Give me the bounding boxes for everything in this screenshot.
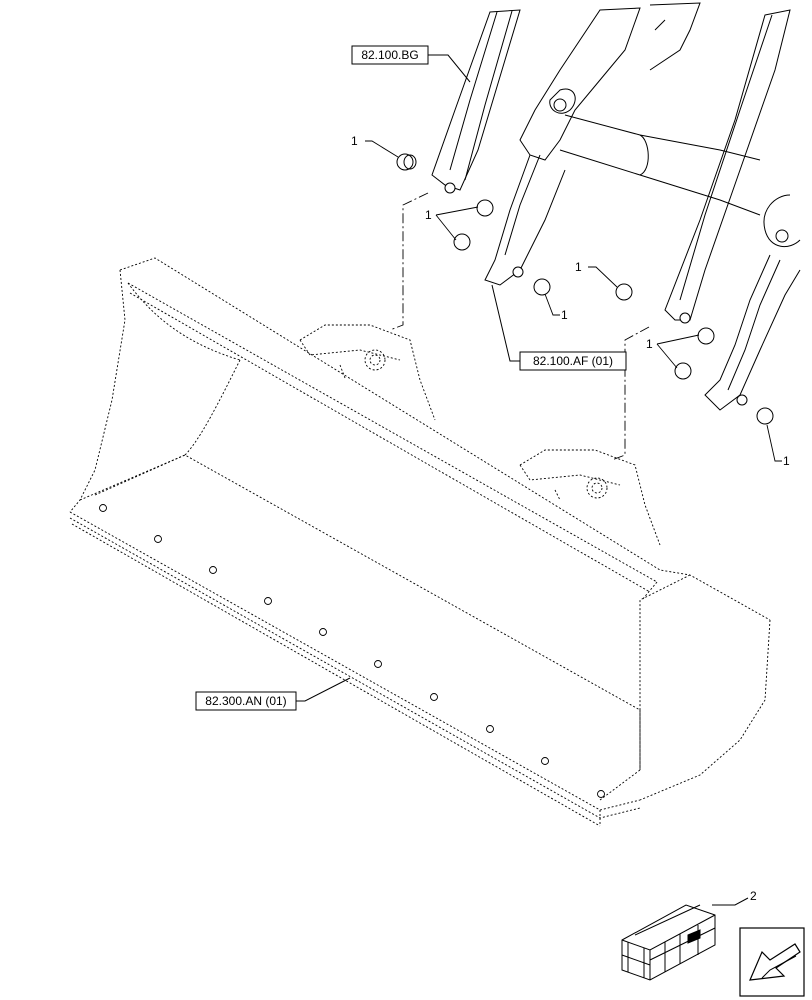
callout-1-leaders [365, 140, 782, 462]
callout-1-f: 1 [783, 454, 790, 468]
bushing-1d [533, 278, 551, 296]
ref-an: 82.300.AN (01) [195, 677, 351, 711]
bushing-1e [615, 283, 633, 301]
ref-bg: 82.100.BG [351, 45, 471, 83]
bushing-1f [697, 327, 715, 345]
loader-arm-right [664, 9, 801, 411]
callout-2: 2 [750, 889, 757, 903]
callout-1-c: 1 [561, 308, 568, 322]
kit-crate [621, 897, 749, 981]
bucket [69, 257, 771, 827]
alignment-lines [389, 192, 650, 461]
bushing-1b [476, 199, 494, 217]
callout-1-b: 1 [425, 208, 432, 222]
bushing-1g [674, 362, 692, 380]
bushing-1c [453, 233, 471, 251]
callout-1-e: 1 [646, 337, 653, 351]
bucket-mounts [299, 324, 661, 546]
ref-af-label: 82.100.AF (01) [533, 354, 613, 368]
ref-an-label: 82.300.AN (01) [205, 694, 286, 708]
bushing-1a [396, 153, 417, 171]
callout-1-d: 1 [575, 260, 582, 274]
bushing-1h [756, 407, 774, 425]
ref-af: 82.100.AF (01) [491, 284, 627, 371]
callout-1-a: 1 [351, 134, 358, 148]
callout-1-labels: 1 1 1 1 1 1 [351, 134, 790, 468]
nav-arrow-icon [739, 927, 805, 997]
bushing-parts [396, 153, 774, 425]
ref-bg-label: 82.100.BG [361, 48, 418, 62]
cutting-edge-bolts [99, 504, 605, 798]
loader-arm-left [431, 2, 761, 286]
